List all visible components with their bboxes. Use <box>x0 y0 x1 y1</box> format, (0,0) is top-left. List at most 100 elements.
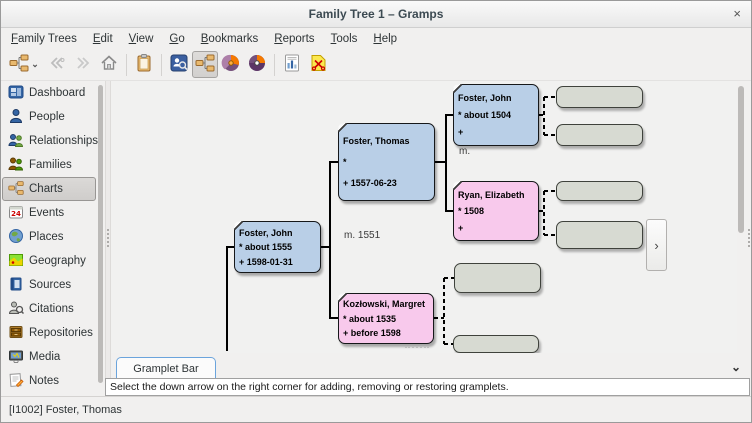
sidebar-splitter[interactable] <box>105 81 111 396</box>
close-icon[interactable]: × <box>733 1 741 27</box>
person-icon <box>8 108 24 127</box>
menu-reports[interactable]: Reports <box>274 32 315 45</box>
back-icon <box>47 53 67 76</box>
sidebar-item-families[interactable]: Families <box>2 153 96 177</box>
sidebar-item-sources[interactable]: Sources <box>2 273 96 297</box>
chevron-right-icon: › <box>654 237 659 253</box>
reports-icon <box>282 53 302 76</box>
sidebar-item-media[interactable]: Media <box>2 345 96 369</box>
person-birth: * <box>343 157 347 167</box>
clipboard-button[interactable] <box>131 51 157 78</box>
person-box-foster-john-1504[interactable]: Foster, John * about 1504 + <box>453 84 539 146</box>
empty-person-slot[interactable] <box>556 86 643 108</box>
right-splitter-grip-icon[interactable] <box>748 229 750 247</box>
two-people-icon <box>8 132 24 151</box>
sidebar-item-citations[interactable]: Citations <box>2 297 96 321</box>
person-birth: * 1508 <box>458 206 485 216</box>
person-name: Foster, John <box>458 93 512 103</box>
fan-chart-2way-view-button[interactable] <box>244 51 270 78</box>
window-title: Family Tree 1 – Gramps <box>308 7 444 21</box>
toolbar-separator <box>161 53 162 76</box>
sidebar-item-events[interactable]: 24 Events <box>2 201 96 225</box>
menu-edit[interactable]: Edit <box>92 32 113 45</box>
sidebar-label: Geography <box>29 255 86 267</box>
sidebar-label: Dashboard <box>29 87 86 99</box>
home-button[interactable] <box>96 51 122 78</box>
fan-chart-full-icon <box>247 53 267 76</box>
book-icon <box>8 276 24 295</box>
sidebar-item-people[interactable]: People <box>2 105 96 129</box>
person-box-foster-thomas[interactable]: Foster, Thomas * + 1557-06-23 <box>338 123 435 201</box>
marriage-label: m. <box>459 146 471 157</box>
person-name: Kozłowski, Margret <box>343 299 426 310</box>
sidebar-label: Citations <box>29 303 74 315</box>
sidebar-label: Relationships <box>29 135 99 147</box>
sidebar-item-notes[interactable]: Notes <box>2 369 96 393</box>
sidebar-item-relationships[interactable]: Relationships <box>2 129 99 153</box>
empty-person-slot[interactable] <box>556 221 643 249</box>
corner-fold-icon <box>453 84 462 93</box>
expand-right-button[interactable]: › <box>646 219 667 271</box>
sidebar-item-charts[interactable]: Charts <box>2 177 96 201</box>
sidebar-label: Media <box>29 351 61 363</box>
couple-icon <box>8 156 24 175</box>
empty-person-slot[interactable] <box>556 124 643 146</box>
more-generations-dots <box>405 346 429 348</box>
sidebar-scrollbar[interactable] <box>97 81 105 393</box>
monitor-icon <box>8 348 24 367</box>
sidebar-label: Families <box>29 159 72 171</box>
person-box-kozlowski-margret[interactable]: Kozłowski, Margret * about 1535 + before… <box>338 293 434 344</box>
family-trees-button[interactable]: ⌄ <box>4 51 44 78</box>
person-name: Foster, Thomas <box>343 136 410 146</box>
menu-help[interactable]: Help <box>373 32 398 45</box>
empty-person-slot[interactable] <box>556 181 643 201</box>
tools-button[interactable] <box>305 51 331 78</box>
scrollbar-thumb[interactable] <box>98 85 103 383</box>
canvas-scrollbar[interactable] <box>737 81 746 353</box>
sidebar-label: People <box>29 111 65 123</box>
person-birth: * about 1555 <box>239 242 293 252</box>
person-death: + 1598-01-31 <box>239 256 293 267</box>
sidebar-item-dashboard[interactable]: Dashboard <box>2 81 96 105</box>
reports-button[interactable] <box>279 51 305 78</box>
person-box-ryan-elizabeth[interactable]: Ryan, Elizabeth * 1508 + <box>453 181 539 241</box>
fan-chart-icon <box>221 53 241 76</box>
forward-button[interactable] <box>70 51 96 78</box>
titlebar: Family Tree 1 – Gramps × <box>1 1 751 28</box>
map-icon <box>8 252 24 271</box>
fan-chart-view-button[interactable] <box>218 51 244 78</box>
dashboard-icon <box>8 84 24 103</box>
splitter-grip-icon <box>107 229 109 247</box>
empty-person-slot[interactable] <box>454 263 541 293</box>
note-pencil-icon <box>8 372 24 391</box>
calendar-icon: 24 <box>8 204 24 223</box>
tab-label: Gramplet Bar <box>133 362 199 375</box>
gramplet-message: Select the down arrow on the right corne… <box>105 378 750 396</box>
person-search-icon <box>169 53 189 76</box>
menu-bookmarks[interactable]: Bookmarks <box>200 32 259 45</box>
menu-go[interactable]: Go <box>169 32 185 45</box>
empty-person-slot[interactable] <box>453 335 539 353</box>
menu-tools[interactable]: Tools <box>330 32 358 45</box>
menubar: Family Trees Edit View Go Bookmarks Repo… <box>1 28 751 49</box>
menu-family-trees[interactable]: Family Trees <box>11 32 77 45</box>
scrollbar-thumb[interactable] <box>738 86 744 233</box>
sidebar-label: Places <box>29 231 64 243</box>
sidebar-item-places[interactable]: Places <box>2 225 96 249</box>
sidebar-label: Repositories <box>29 327 93 339</box>
forward-icon <box>73 53 93 76</box>
back-button[interactable] <box>44 51 70 78</box>
gramplet-menu-chevron-down-icon[interactable]: ⌄ <box>730 360 741 374</box>
menu-view[interactable]: View <box>128 32 154 45</box>
globe-icon <box>8 228 24 247</box>
person-view-button[interactable] <box>166 51 192 78</box>
sidebar-item-repositories[interactable]: Repositories <box>2 321 96 345</box>
sidebar-item-geography[interactable]: Geography <box>2 249 96 273</box>
corner-fold-icon <box>234 221 243 230</box>
pedigree-canvas[interactable]: Foster, John * about 1555 + 1598-01-31 F… <box>111 81 737 353</box>
person-box-foster-john-1555[interactable]: Foster, John * about 1555 + 1598-01-31 <box>234 221 321 273</box>
tab-gramplet-bar[interactable]: Gramplet Bar <box>116 357 216 379</box>
person-death: + 1557-06-23 <box>343 178 397 188</box>
pedigree-view-button[interactable] <box>192 51 218 78</box>
